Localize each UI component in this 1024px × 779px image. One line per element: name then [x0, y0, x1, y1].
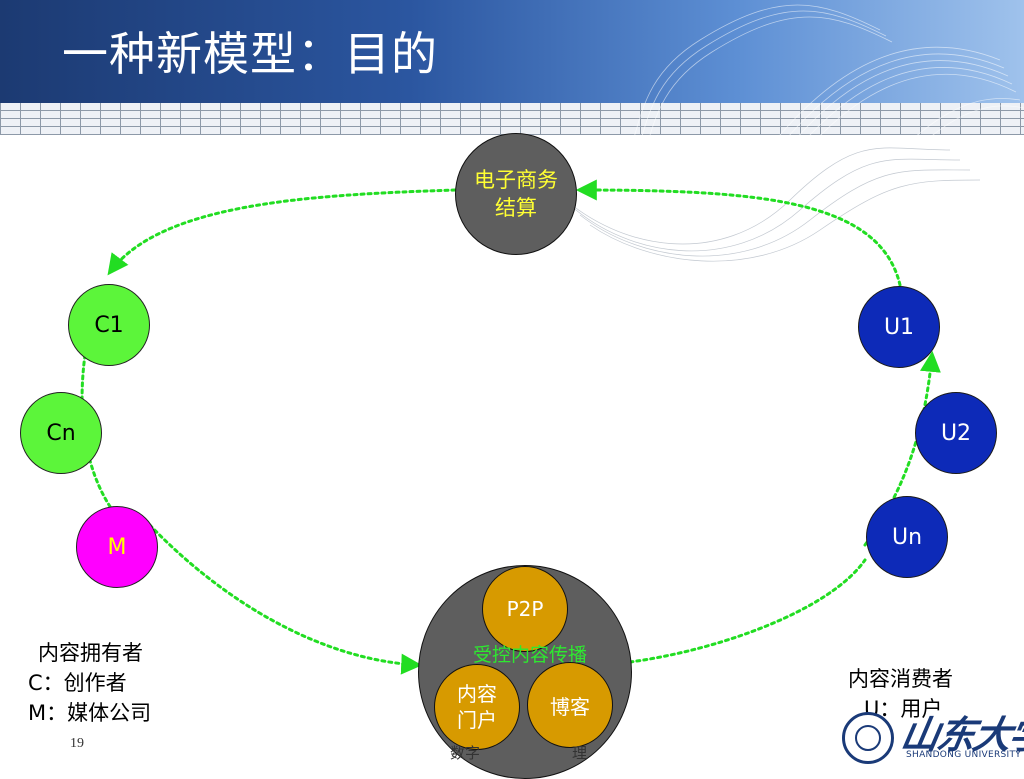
media-node-m: M — [76, 506, 158, 588]
user-node-u2-label: U2 — [940, 420, 972, 446]
page-number: 19 — [70, 736, 84, 751]
portal-label: 内容 门户 — [457, 682, 497, 732]
grid-band — [0, 103, 1024, 135]
title-bar — [0, 0, 1024, 103]
portal-node: 内容 门户 — [434, 664, 520, 750]
university-logo: 山东大学 SHANDONG UNIVERSITY — [842, 710, 1024, 768]
owner-legend: 内容拥有者 C：创作者 M：媒体公司 — [28, 638, 151, 728]
settlement-node: 电子商务 结算 — [455, 133, 577, 255]
owner-legend-m: M：媒体公司 — [28, 701, 152, 725]
owner-node-cn: Cn — [20, 392, 102, 474]
swirl-decoration — [539, 4, 1024, 262]
footer-text-start: 数字 — [450, 744, 481, 762]
user-node-u1: U1 — [858, 286, 940, 368]
owner-legend-c: C：创作者 — [28, 671, 127, 695]
consumer-legend: 内容消费者 U：用户 — [848, 664, 953, 724]
blog-label: 博客 — [550, 694, 590, 719]
blog-node: 博客 — [527, 662, 613, 748]
arrow-u1-to-settlement — [575, 179, 902, 287]
arrow-settlement-to-c1 — [107, 188, 457, 276]
owner-node-c1: C1 — [68, 284, 150, 366]
media-node-m-label: M — [107, 534, 127, 560]
owner-node-cn-label: Cn — [46, 420, 76, 446]
consumer-legend-heading: 内容消费者 — [848, 667, 953, 691]
distribution-label: 受控内容传播 — [472, 644, 587, 666]
p2p-label: P2P — [506, 597, 544, 621]
arrow-distribution-to-un — [628, 558, 867, 664]
arrow-m-to-distribution — [143, 518, 423, 675]
user-node-u2: U2 — [915, 392, 997, 474]
page-title: 一种新模型：目的 — [62, 27, 438, 81]
footer-text-end: 理 — [572, 744, 588, 762]
user-node-un: Un — [866, 496, 948, 578]
p2p-node: P2P — [482, 566, 568, 652]
user-node-un-label: Un — [891, 524, 923, 550]
footer-text: 数字 理 — [450, 742, 587, 763]
owner-legend-heading: 内容拥有者 — [38, 641, 143, 665]
university-name-en: SHANDONG UNIVERSITY — [906, 750, 1022, 760]
university-seal-icon — [842, 712, 894, 764]
user-node-u1-label: U1 — [883, 314, 915, 340]
owner-node-c1-label: C1 — [94, 312, 124, 338]
settlement-label: 电子商务 结算 — [474, 168, 558, 220]
